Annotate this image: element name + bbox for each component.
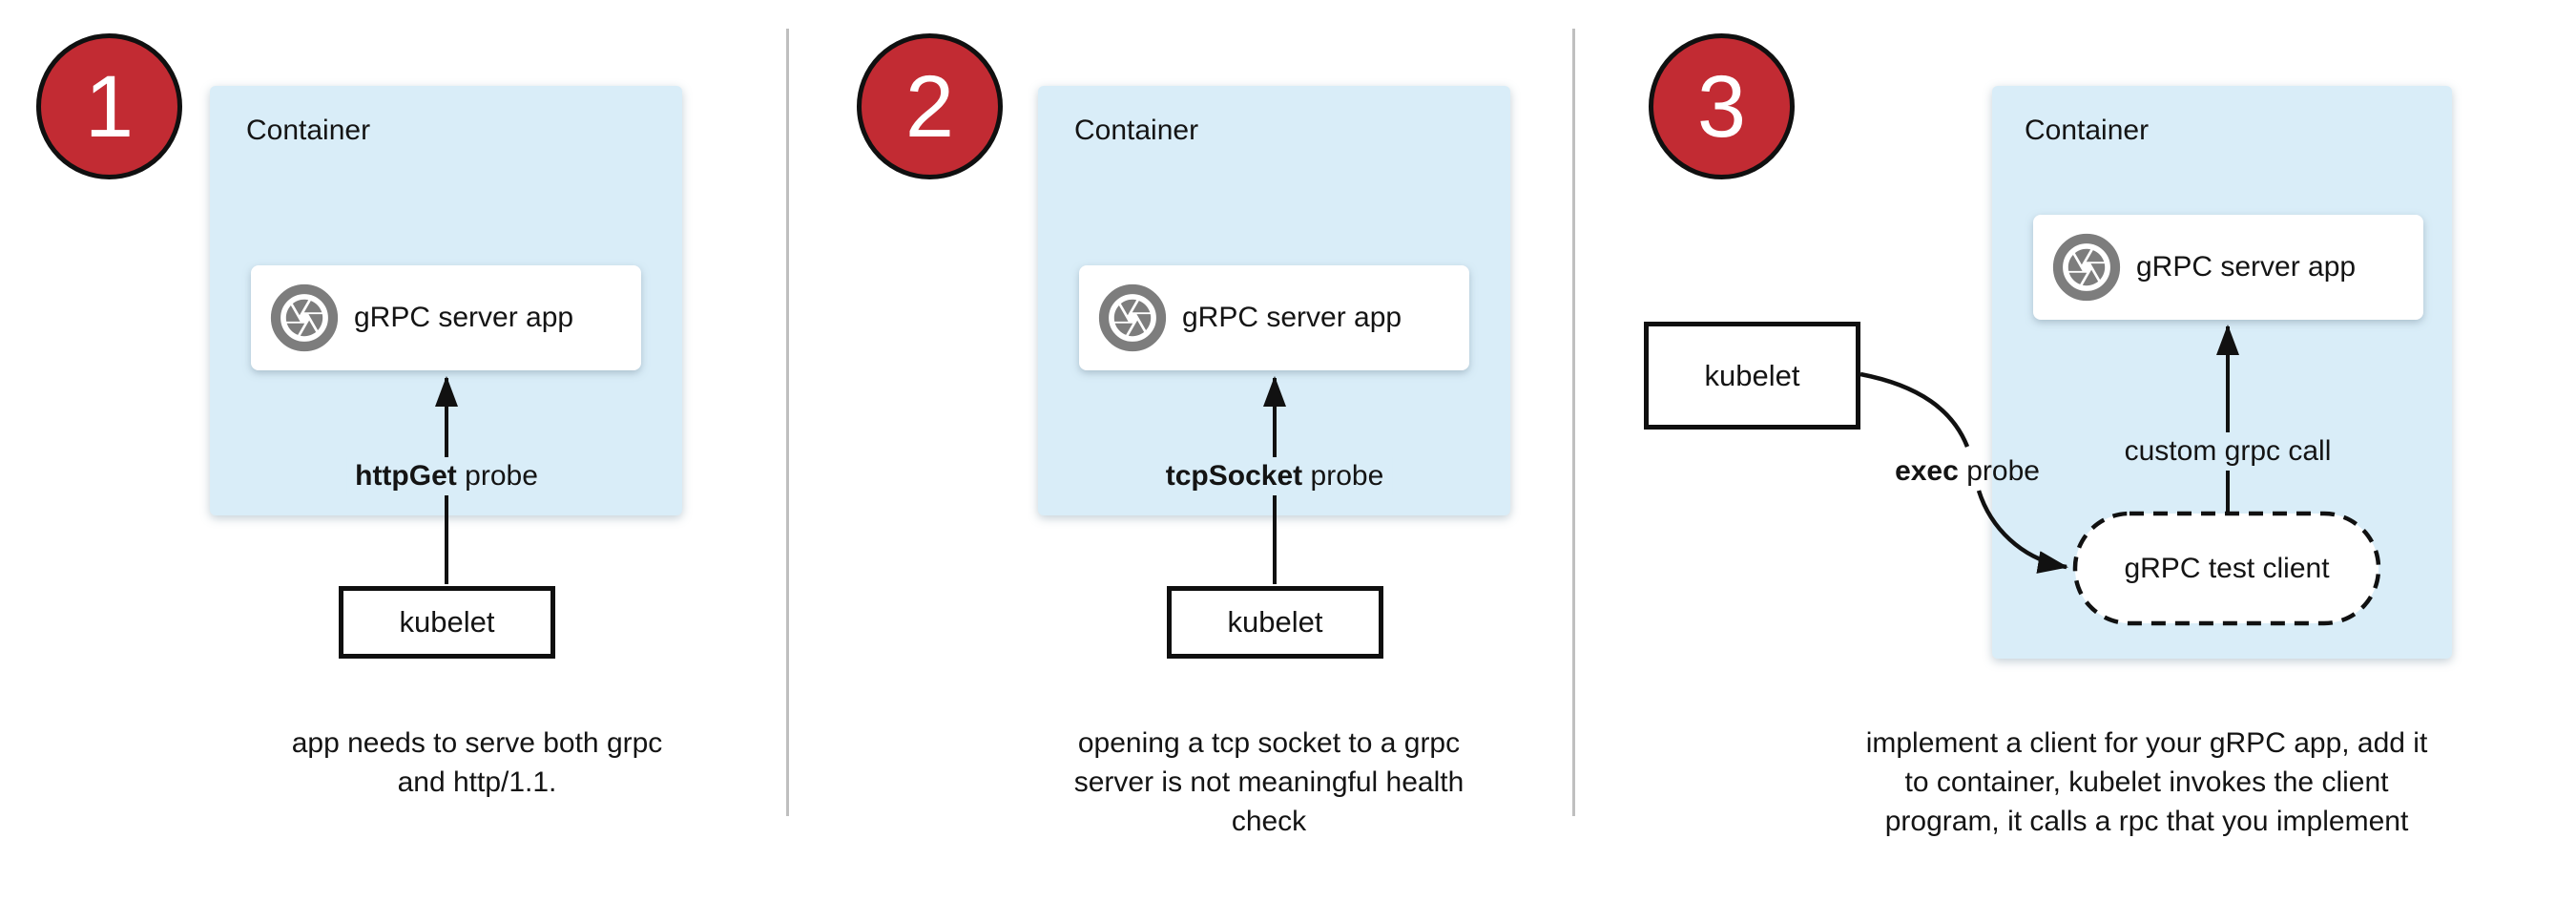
panel-divider-1 <box>786 29 789 816</box>
probe-type: tcpSocket <box>1165 460 1303 492</box>
caption-line: program, it calls a rpc that you impleme… <box>1884 806 2409 837</box>
caption-line: and http/1.1. <box>397 766 557 798</box>
step-number: 3 <box>1696 57 1747 156</box>
container-label-3: Container <box>2025 115 2150 146</box>
probe-type: exec <box>1895 455 1959 487</box>
container-label-1: Container <box>246 115 371 146</box>
step-badge-3: 3 <box>1649 33 1795 179</box>
step-badge-1: 1 <box>36 33 182 179</box>
kubelet-label: kubelet <box>399 605 495 639</box>
camera-aperture-icon <box>2052 233 2121 302</box>
kubelet-box-2: kubelet <box>1167 586 1383 659</box>
probe-type: httpGet <box>355 460 457 492</box>
kubelet-box-1: kubelet <box>339 586 555 659</box>
camera-aperture-icon <box>270 283 339 352</box>
caption-line: opening a tcp socket to a grpc <box>1077 727 1461 759</box>
caption-1: app needs to serve both grpc and http/1.… <box>219 724 735 802</box>
custom-grpc-call-label: custom grpc call <box>2115 432 2340 471</box>
probe-word: probe <box>1310 460 1384 492</box>
panel-divider-2 <box>1572 29 1575 816</box>
grpc-server-app-box-3: gRPC server app <box>2033 215 2423 320</box>
kubelet-label: kubelet <box>1227 605 1323 639</box>
caption-2: opening a tcp socket to a grpc server is… <box>1011 724 1527 841</box>
caption-3: implement a client for your gRPC app, ad… <box>1841 724 2452 841</box>
grpc-server-app-label: gRPC server app <box>354 302 574 333</box>
grpc-server-app-label: gRPC server app <box>2136 251 2357 283</box>
kubelet-label: kubelet <box>1704 358 1800 392</box>
camera-aperture-icon <box>1098 283 1167 352</box>
step-number: 1 <box>84 57 135 156</box>
step-badge-2: 2 <box>857 33 1003 179</box>
caption-line: server is not meaningful health <box>1073 766 1465 798</box>
caption-line: implement a client for your gRPC app, ad… <box>1865 727 2428 759</box>
grpc-server-app-label: gRPC server app <box>1182 302 1402 333</box>
probe-word: probe <box>465 460 538 492</box>
step-number: 2 <box>904 57 955 156</box>
kubelet-box-3: kubelet <box>1644 322 1860 430</box>
grpc-server-app-box-1: gRPC server app <box>251 265 641 370</box>
grpc-test-client-label: gRPC test client <box>2124 553 2330 584</box>
grpc-test-client-outline <box>2072 511 2381 626</box>
probe-word: probe <box>1966 455 2040 487</box>
caption-line: check <box>1231 806 1307 837</box>
grpc-server-app-box-2: gRPC server app <box>1079 265 1469 370</box>
caption-line: app needs to serve both grpc <box>291 727 663 759</box>
caption-line: to container, kubelet invokes the client <box>1904 766 2389 798</box>
container-label-2: Container <box>1074 115 1199 146</box>
exec-probe-curve-lower <box>1976 490 2068 574</box>
exec-probe-curve-upper <box>1859 371 1970 448</box>
